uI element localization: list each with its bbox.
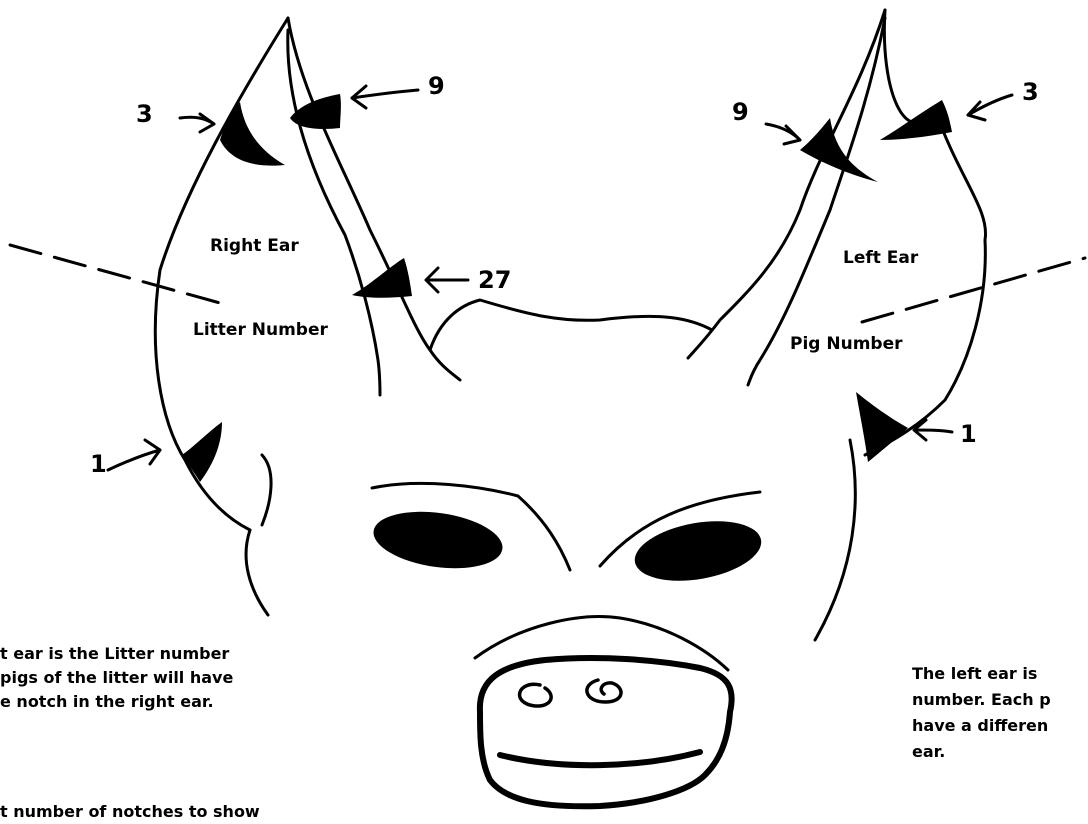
pig-number-label: Pig Number xyxy=(790,334,903,354)
right-paragraph-line-2: number. Each p xyxy=(912,688,1051,712)
left-paragraph-line-3: e notch in the right ear. xyxy=(0,690,214,714)
notch-right-ear-9 xyxy=(290,94,341,129)
arrow-right-ear-27 xyxy=(426,268,468,292)
left-ear-outline xyxy=(865,10,986,455)
right-paragraph-line-3: have a differen xyxy=(912,714,1048,738)
right-ear-divider xyxy=(10,245,220,303)
snout-mouth-line xyxy=(500,752,700,765)
arrow-right-ear-1 xyxy=(108,440,160,470)
notch-left-ear-3 xyxy=(880,100,952,140)
notch-number-left-ear-9: 9 xyxy=(732,98,749,126)
left-paragraph-line-2: pigs of the litter will have xyxy=(0,666,233,690)
right-ear-outline xyxy=(155,18,288,530)
notch-number-left-ear-3: 3 xyxy=(1022,78,1039,106)
right-nostril xyxy=(587,680,621,702)
notch-number-right-ear-1: 1 xyxy=(90,450,107,478)
notch-number-right-ear-3: 3 xyxy=(136,100,153,128)
left-nostril xyxy=(520,684,552,706)
right-cheek xyxy=(246,530,268,615)
arrow-left-ear-9 xyxy=(766,124,800,144)
head-top xyxy=(430,300,712,350)
notch-right-ear-1 xyxy=(182,422,222,482)
right-paragraph-line-4: ear. xyxy=(912,740,945,764)
right-paragraph-line-1: The left ear is xyxy=(912,662,1037,686)
notch-number-left-ear-1: 1 xyxy=(960,420,977,448)
right-cheek-stub xyxy=(262,455,271,525)
notch-right-ear-3 xyxy=(220,102,285,166)
left-paragraph-line-1: t ear is the Litter number xyxy=(0,642,229,666)
notch-number-right-ear-9: 9 xyxy=(428,72,445,100)
notch-left-ear-1 xyxy=(856,392,908,462)
snout-outline xyxy=(480,658,732,806)
litter-number-label: Litter Number xyxy=(193,320,328,340)
arrow-left-ear-3 xyxy=(968,95,1012,120)
left-paragraph-line-4: t number of notches to show xyxy=(0,800,260,824)
left-ear-inner-line xyxy=(748,18,885,385)
left-ear-label: Left Ear xyxy=(843,248,918,268)
snout-top xyxy=(475,617,728,670)
notch-number-right-ear-27: 27 xyxy=(478,266,511,294)
arrow-right-ear-3 xyxy=(180,114,214,132)
arrow-right-ear-9 xyxy=(352,86,418,108)
notch-left-ear-9 xyxy=(800,118,878,182)
left-eye xyxy=(370,504,506,576)
right-ear-label: Right Ear xyxy=(210,236,299,256)
left-cheek xyxy=(815,440,855,640)
left-ear-inner-fold xyxy=(688,10,885,358)
